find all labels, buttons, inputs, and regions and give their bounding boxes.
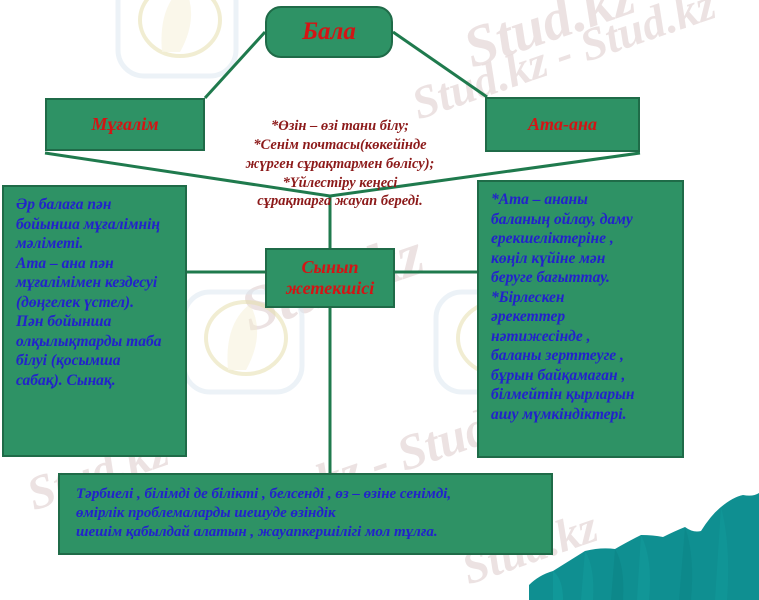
panel-parent-details-text: *Ата – ананы баланың ойлау, даму ерекшел… <box>491 191 635 423</box>
decorative-corner-shape <box>529 493 759 600</box>
leaf-logo-watermark <box>115 0 239 79</box>
panel-outcome[interactable]: Тәрбиелі , білімді де білікті , белсенді… <box>58 473 553 555</box>
node-bala-label: Бала <box>302 18 356 46</box>
panel-outcome-text: Тәрбиелі , білімді де білікті , белсенді… <box>76 486 452 540</box>
node-bala[interactable]: Бала <box>265 6 393 58</box>
node-class-leader-label: Сынып жетекшісі <box>285 256 375 298</box>
node-teacher-label: Мұғалім <box>91 113 159 134</box>
watermark-text: Stud.kz <box>455 0 643 81</box>
panel-teacher-details[interactable]: Әр балаға пән бойынша мұғалімнің мәлімет… <box>2 185 187 457</box>
node-class-leader[interactable]: Сынып жетекшісі <box>265 248 395 308</box>
node-parents[interactable]: Ата-ана <box>485 97 640 152</box>
panel-parent-details[interactable]: *Ата – ананы баланың ойлау, даму ерекшел… <box>477 180 684 458</box>
center-note-text: *Өзін – өзі тани білу; *Сенім почтасы(кө… <box>245 118 435 210</box>
panel-teacher-details-text: Әр балаға пән бойынша мұғалімнің мәлімет… <box>16 196 162 389</box>
node-parents-label: Ата-ана <box>528 113 597 134</box>
node-teacher[interactable]: Мұғалім <box>45 98 205 151</box>
